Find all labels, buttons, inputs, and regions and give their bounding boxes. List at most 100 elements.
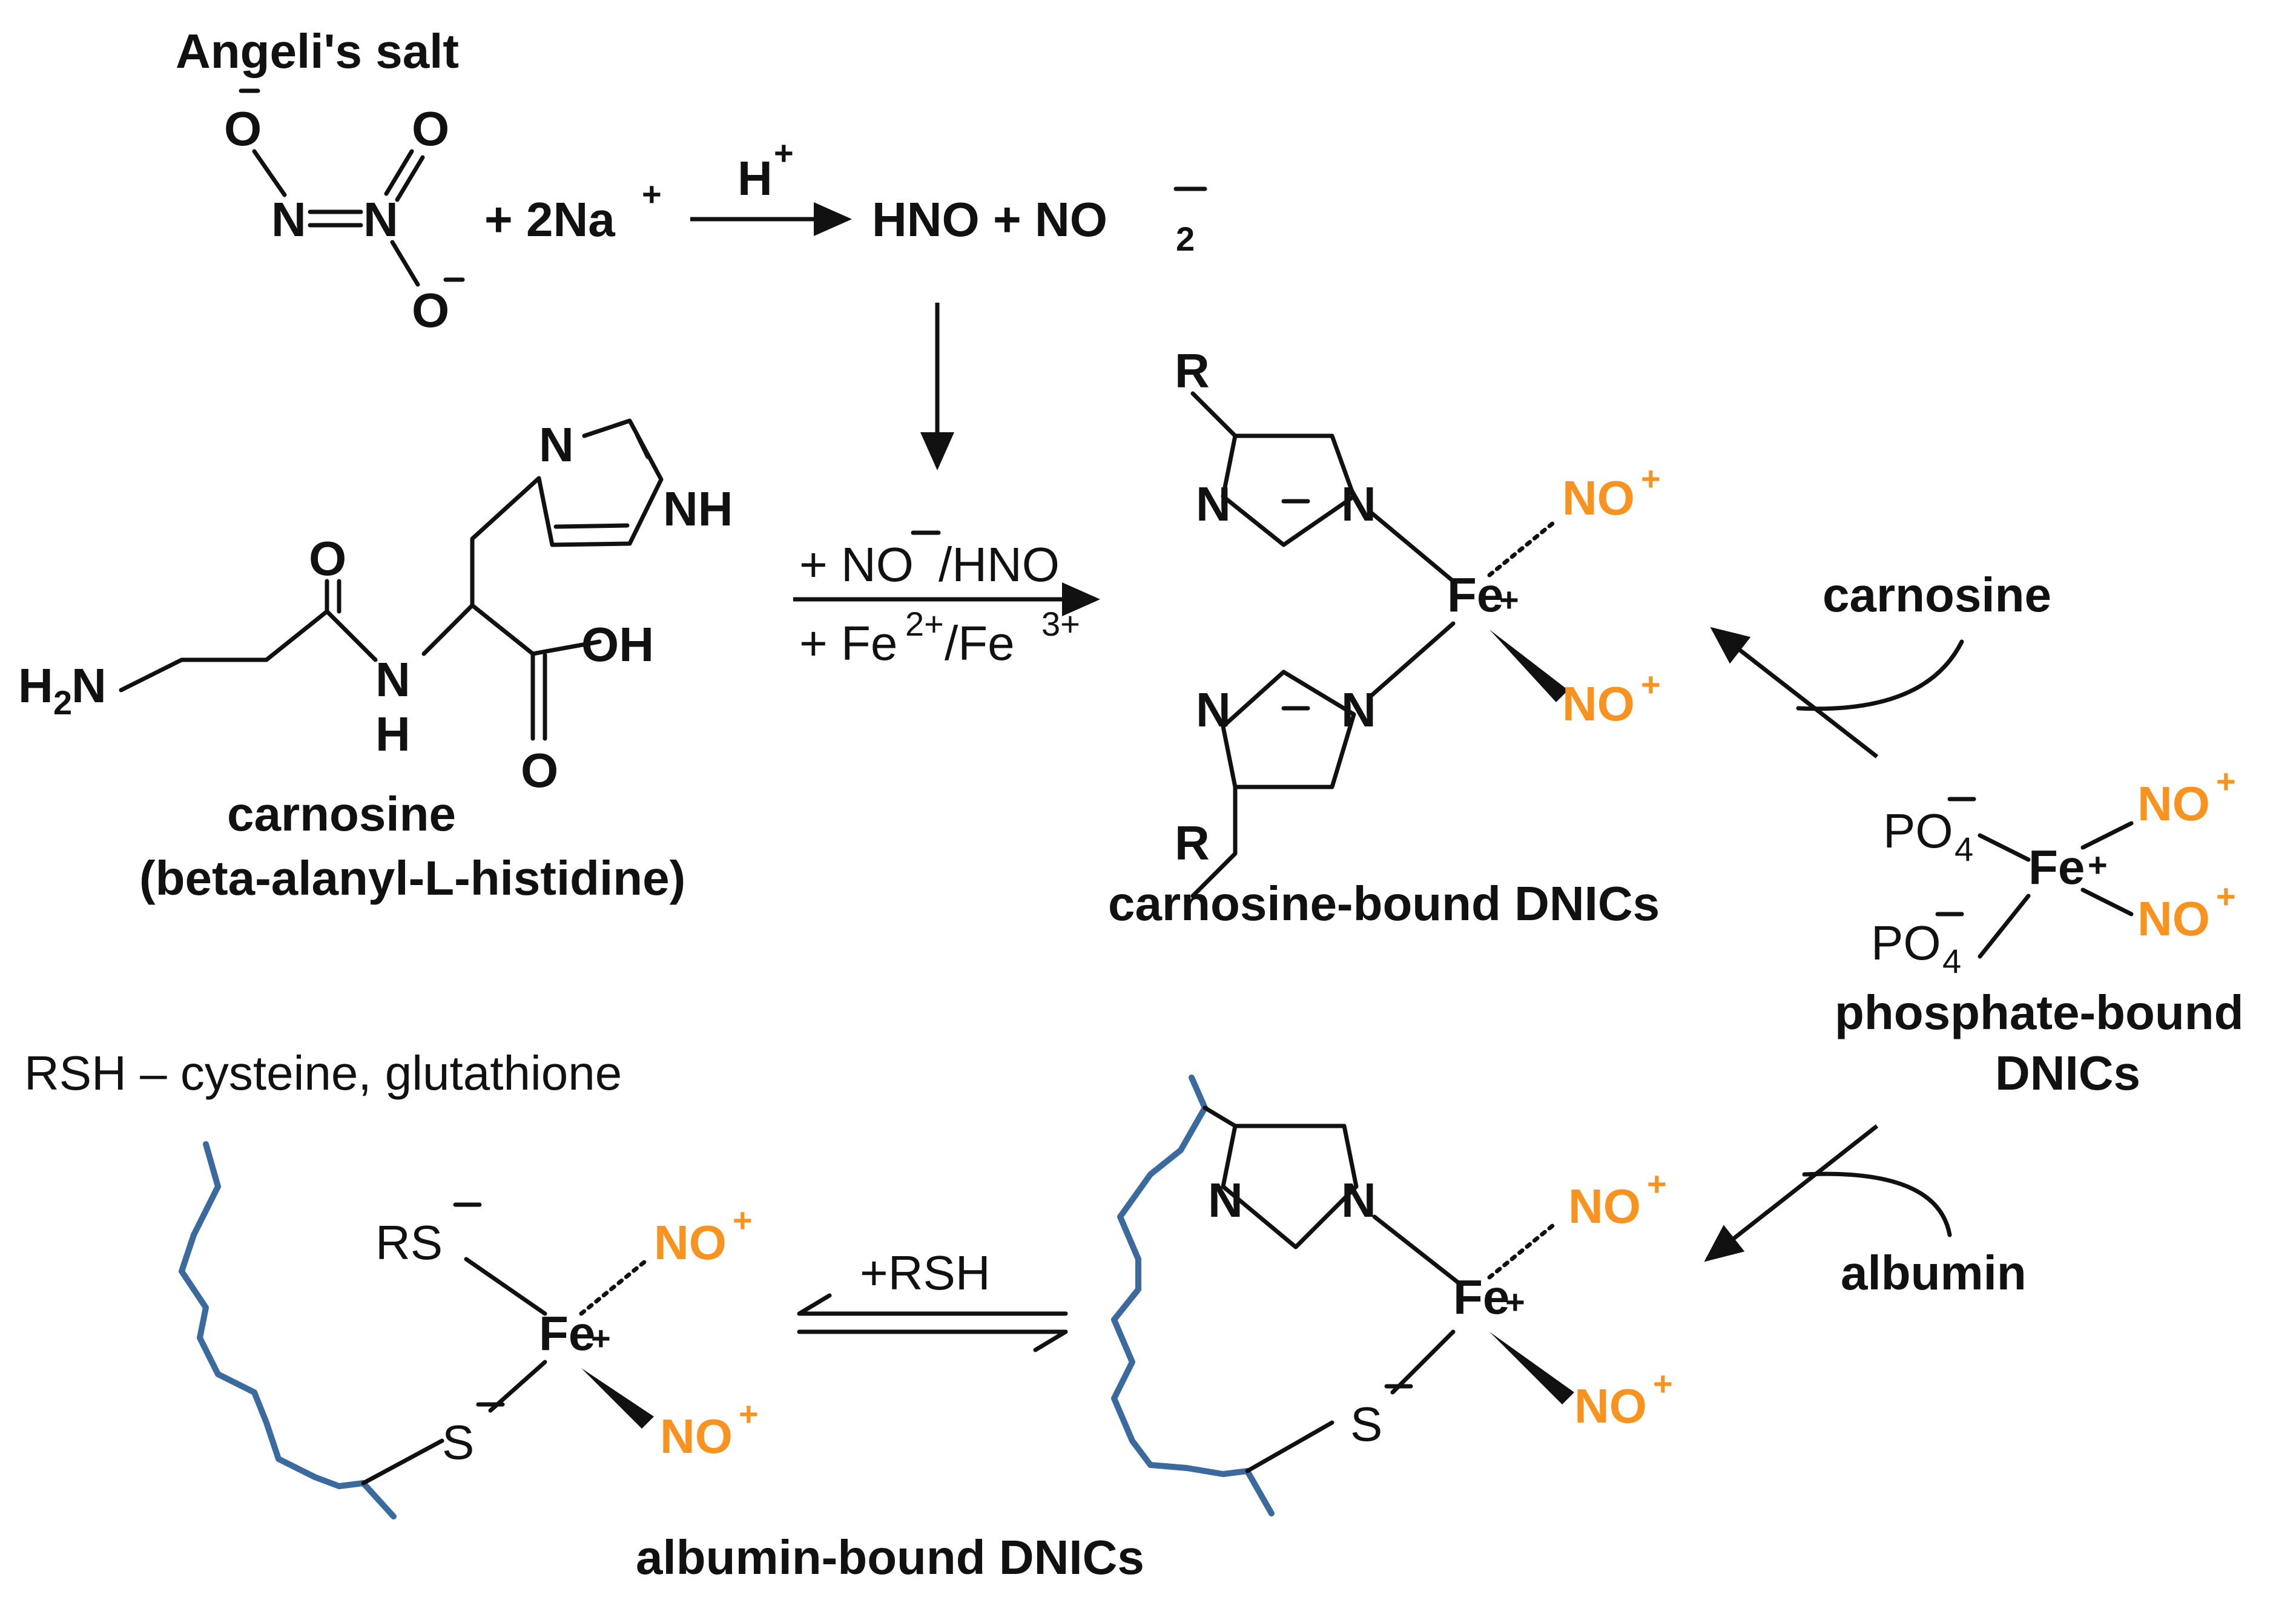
protein-chain [179, 1141, 397, 1519]
albumin-bound-dnic: N N Fe + NO + NO + S albumin-bound DNICs [636, 1075, 1673, 1584]
carnosine-ring-nh: NH [663, 482, 733, 536]
n-bottom-right: N [1341, 683, 1376, 737]
curved-arrow-carnosine [1710, 627, 1879, 759]
plus-charge: + [2216, 877, 2236, 915]
carnosine-name: carnosine [227, 787, 456, 841]
carnosine-reagent: carnosine [1823, 568, 2051, 622]
plus-charge: + [591, 1319, 611, 1357]
plus-charge: + [642, 175, 662, 213]
carnosine-fullname: (beta-alanyl-L-histidine) [139, 851, 685, 905]
plus-charge: + [2216, 762, 2236, 800]
thiolate-no-top: NO [654, 1216, 727, 1269]
thiolate-no-bottom: NO [660, 1409, 733, 1463]
charge-3plus: 3+ [1041, 605, 1080, 643]
no-plus-bottom: NO [1562, 677, 1635, 731]
angeli-oxygen-minus-bottom: O [412, 283, 449, 337]
amine-n: N [71, 659, 107, 713]
albumin-reagent: albumin [1841, 1246, 2027, 1300]
phosphate-iron: Fe [2028, 840, 2085, 894]
po4-bottom: PO [1871, 916, 1941, 970]
fe-n-bond [1370, 511, 1456, 584]
rsh-legend: RSH – cysteine, glutathione [24, 1046, 622, 1100]
backbone [421, 603, 475, 656]
plus-charge: + [1641, 665, 1661, 703]
equilibrium-arrow-right [797, 1329, 1068, 1352]
subscript-2: 2 [53, 683, 72, 722]
s-chain-bond [361, 1438, 444, 1486]
subscript-4: 4 [1955, 830, 1973, 868]
albumin-dnic-label: albumin-bound DNICs [636, 1530, 1144, 1584]
wedge-bond [1489, 630, 1568, 702]
hashed-bond [1487, 518, 1559, 578]
fe-s-bond [488, 1360, 547, 1413]
reaction-products: HNO + NO [872, 193, 1107, 246]
plus-charge: + [2088, 846, 2108, 884]
fe-s-bond [1390, 1329, 1456, 1395]
subscript-4: 4 [1942, 942, 1961, 980]
carnosine-o-top: O [309, 532, 346, 585]
albumin-n-right: N [1341, 1173, 1376, 1227]
nitrosyl-reaction: + NO /HNO + Fe 2+ /Fe 3+ [793, 530, 1100, 670]
acid-bond [530, 639, 602, 656]
fe-po4-bond [1978, 894, 2031, 959]
bond-n-o [390, 240, 420, 287]
r-group-bottom: R [1175, 816, 1210, 870]
imidazolate-top [1190, 391, 1356, 547]
double-bond-n-o [395, 155, 425, 202]
albumin-n-left: N [1208, 1173, 1243, 1227]
hashed-bond [579, 1257, 650, 1316]
albumin-protein-chain [1111, 1075, 1275, 1516]
reagent-top-suffix: /HNO [939, 538, 1060, 591]
fe-no-bond [2080, 821, 2134, 850]
plus-charge: + [1653, 1364, 1673, 1403]
albumin-iron: Fe [1453, 1270, 1509, 1324]
charge-2plus: 2+ [905, 605, 944, 643]
albumin-transfer: albumin [1704, 1124, 2027, 1300]
angelis-salt-title: Angeli's salt [176, 24, 459, 78]
thiolate-s: S [442, 1415, 474, 1469]
phosphate-dnic-label-1: phosphate-bound [1835, 986, 2243, 1039]
no-plus-top: NO [1562, 471, 1635, 525]
angeli-oxygen-double: O [412, 102, 449, 156]
plus-charge: + [774, 134, 794, 172]
carnosine-oh: OH [581, 617, 654, 671]
reagent-top: + NO [799, 538, 914, 591]
curved-arrow-tail [1796, 639, 1964, 711]
subscript-2: 2 [1176, 220, 1195, 258]
po4-top: PO [1883, 804, 1953, 858]
double-bond-n-o [384, 149, 414, 196]
carnosine-ring-n: N [539, 418, 574, 472]
alanyl-chain [119, 609, 378, 693]
rsh-reagent: +RSH [860, 1246, 991, 1300]
carnosine-bound-dnic: R N N Fe + NO + NO + N N R carnosine-bou… [1108, 344, 1661, 930]
imidazole-ring [536, 418, 664, 547]
plus-charge: + [1505, 1283, 1525, 1321]
sodium-cation: + 2Na [484, 193, 615, 246]
rsh-equilibrium: +RSH [797, 1246, 1068, 1352]
albumin-thiolate: S [1350, 1397, 1382, 1451]
carnosine-dnic-label: carnosine-bound DNICs [1108, 877, 1660, 930]
phosphate-bound-dnic: carnosine PO 4 Fe + NO + NO + PO 4 phosp… [1710, 568, 2243, 1100]
phosphate-no-top: NO [2137, 777, 2210, 831]
albumin-no-bottom: NO [1574, 1379, 1647, 1433]
fe-n-bond [1370, 621, 1456, 697]
r-group-top: R [1175, 344, 1210, 398]
angeli-nitrogen-left: N [271, 193, 306, 246]
albumin-imidazole [1202, 1105, 1359, 1249]
iron-center: Fe [1447, 568, 1503, 622]
ring-double-bond [635, 432, 650, 459]
plus-charge: + [1499, 581, 1519, 619]
wedge-bond [581, 1368, 654, 1429]
side-chain [470, 476, 541, 608]
plus-charge: + [733, 1201, 753, 1239]
s-chain-bond [1245, 1420, 1334, 1473]
plus-charge: + [739, 1395, 759, 1433]
phosphate-no-bottom: NO [2137, 892, 2210, 946]
n-bottom-left: N [1196, 683, 1231, 737]
carnosine-amide-h: H [375, 707, 411, 761]
reagent-bottom-mid: /Fe [945, 616, 1015, 670]
carnosine-o-bottom: O [521, 743, 558, 797]
carnosine-h2n: H [18, 659, 53, 713]
fe-n-bond [1372, 1214, 1462, 1286]
